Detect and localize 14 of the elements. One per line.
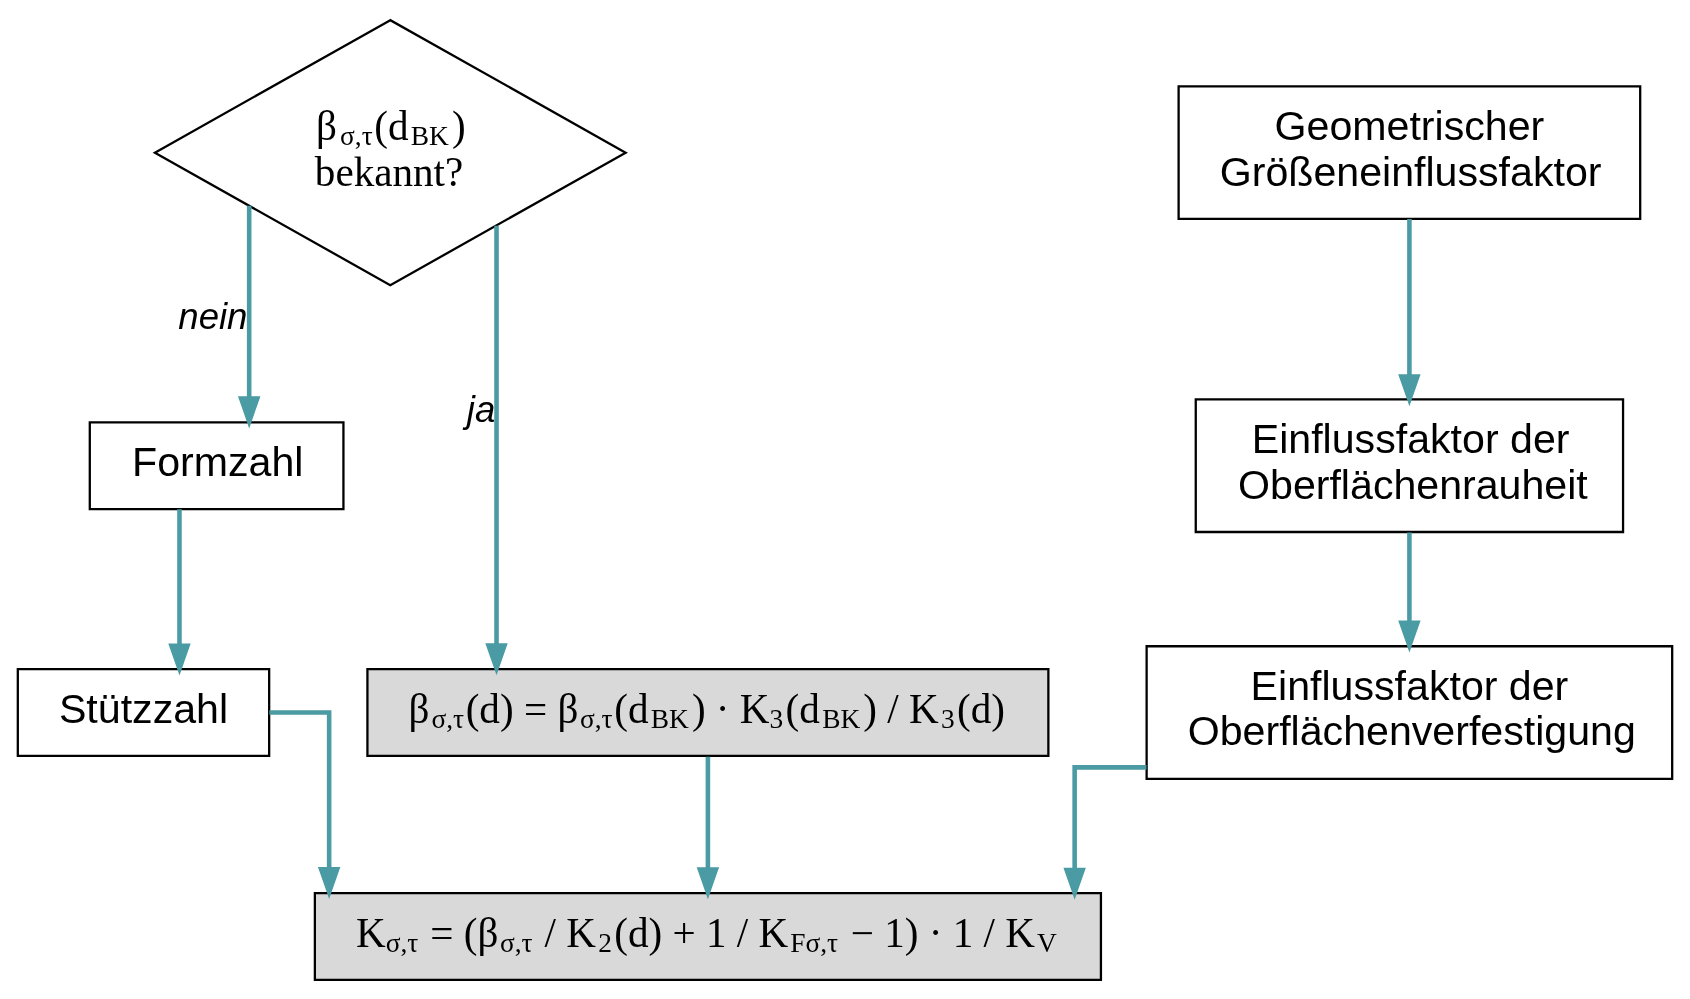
node-box: Einflussfaktor der Oberflächenverfestigung	[1145, 644, 1674, 780]
arrow	[1063, 764, 1147, 900]
node-box: Formzahl	[88, 420, 345, 510]
arrow	[1398, 532, 1421, 653]
arrow	[1398, 218, 1421, 406]
node-box: Geometrischer Größeneinflussfaktor	[1177, 84, 1642, 220]
arrow	[237, 205, 261, 428]
node-box: Stützzahl	[16, 667, 271, 757]
arrow	[168, 508, 191, 675]
arrow	[696, 756, 720, 899]
node-box: Einflussfaktor der Oberflächenrauheit	[1194, 397, 1625, 533]
edge-label: nein	[178, 295, 248, 337]
arrow	[269, 709, 341, 899]
arrow	[485, 225, 508, 675]
